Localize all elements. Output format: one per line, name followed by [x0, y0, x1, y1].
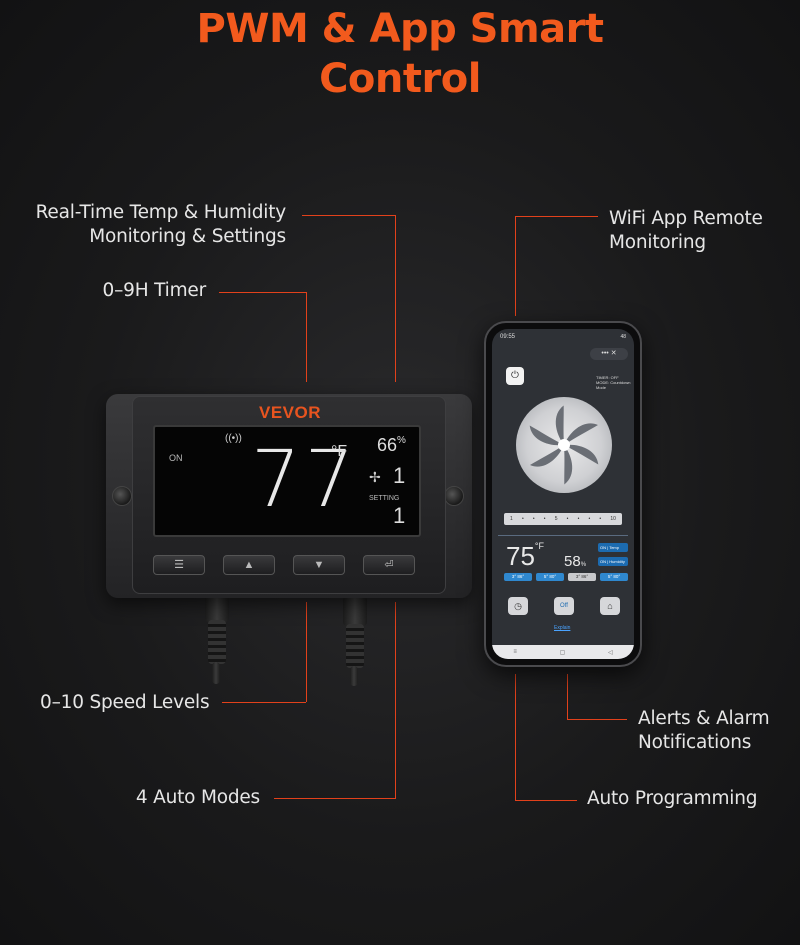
leader-line — [515, 216, 598, 217]
home-icon: ⌂ — [607, 601, 613, 611]
temperature-unit: °F — [331, 443, 348, 460]
leader-line — [302, 215, 396, 216]
leader-line — [515, 674, 516, 800]
cable-strain-relief-right — [346, 624, 364, 668]
threshold-chip[interactable]: 5° 80° — [536, 573, 564, 581]
leader-line — [395, 602, 396, 798]
enter-button[interactable]: ⏎ — [363, 555, 415, 575]
fan-blades-icon — [529, 405, 599, 485]
title-line-1: PWM & App Smart — [196, 6, 604, 52]
cable-left — [212, 662, 220, 684]
clock-icon: ◷ — [514, 601, 522, 611]
feature-auto-programming: Auto Programming — [587, 788, 758, 809]
recent-apps-icon[interactable]: ≡ — [513, 649, 517, 655]
timer-info: TIMER: OFF MODE: Countdown Mode — [596, 375, 631, 390]
up-arrow-icon: ▲ — [243, 559, 255, 571]
explain-link[interactable]: Explain — [554, 625, 571, 631]
app-temperature: 75°F — [506, 541, 545, 571]
divider — [498, 535, 628, 536]
temperature-readout: 77 — [251, 435, 359, 525]
screw-icon — [444, 486, 464, 506]
up-button[interactable]: ▲ — [223, 555, 275, 575]
power-icon: ⏻ — [511, 370, 519, 381]
app-humidity: 58% — [564, 553, 587, 570]
feature-alerts: Alerts & Alarm Notifications — [638, 708, 770, 753]
leader-line — [515, 216, 516, 316]
feature-timer: 0–9H Timer — [102, 280, 207, 301]
leader-line — [306, 602, 307, 702]
brand-logo: VEVOR — [258, 403, 322, 422]
home-nav-icon[interactable]: ▢ — [559, 649, 566, 656]
setting-label: SETTING — [369, 495, 400, 502]
leader-line — [567, 674, 568, 719]
leader-line — [395, 215, 396, 382]
lcd-display: ((•)) ON 77 °F 66% ✢ 1 SETTING 1 — [153, 425, 421, 537]
menu-button[interactable]: ☰ — [153, 555, 205, 575]
threshold-chip[interactable]: 3° 86° — [568, 573, 596, 581]
feature-speed-levels: 0–10 Speed Levels — [40, 692, 210, 713]
threshold-chip[interactable]: 5° 80° — [600, 573, 628, 581]
smartphone: 09:55 48 ••• ✕ ⏻ TIMER: OFF MODE: Countd… — [484, 321, 642, 667]
title-line-2: Control — [319, 56, 481, 102]
speed-readout: 1 — [393, 463, 406, 488]
cable-plug-right — [343, 596, 367, 626]
cable-plug-left — [205, 596, 229, 622]
cable-right — [350, 666, 358, 686]
controller-face: VEVOR ((•)) ON 77 °F 66% ✢ 1 SETTING 1 ☰… — [132, 396, 446, 594]
leader-line — [306, 292, 307, 382]
leader-line — [567, 719, 627, 720]
down-button[interactable]: ▼ — [293, 555, 345, 575]
leader-line — [274, 798, 396, 799]
down-arrow-icon: ▼ — [313, 559, 325, 571]
system-nav-bar: ≡ ▢ ◁ — [492, 645, 634, 659]
timer-button[interactable]: ◷ — [508, 597, 528, 615]
humidity-alert-toggle[interactable]: ON | Humidity — [598, 557, 628, 566]
screw-icon — [112, 486, 132, 506]
back-icon[interactable]: ◁ — [607, 649, 613, 656]
off-button[interactable]: Off — [554, 597, 574, 615]
threshold-chip[interactable]: 3° 86° — [504, 573, 532, 581]
feature-auto-modes: 4 Auto Modes — [135, 787, 260, 808]
phone-screen: 09:55 48 ••• ✕ ⏻ TIMER: OFF MODE: Countd… — [492, 329, 634, 659]
fan-graphic — [516, 397, 612, 493]
cable-strain-relief-left — [208, 620, 226, 664]
power-status: ON — [169, 453, 183, 463]
app-menu-button[interactable]: ••• ✕ — [590, 348, 628, 360]
battery-indicator: 48 — [620, 334, 626, 340]
off-label: Off — [560, 603, 568, 609]
power-button[interactable]: ⏻ — [506, 367, 524, 385]
home-button[interactable]: ⌂ — [600, 597, 620, 615]
leader-line — [219, 292, 306, 293]
status-clock: 09:55 — [500, 334, 516, 340]
feature-wifi-app: WiFi App Remote Monitoring — [609, 208, 763, 253]
feature-temp-humidity: Real-Time Temp & Humidity Monitoring & S… — [35, 202, 287, 247]
menu-icon: ☰ — [174, 559, 184, 571]
speed-slider[interactable]: 1 • • • 5 • • • • 10 — [504, 513, 622, 525]
humidity-readout: 66% — [377, 435, 406, 455]
fan-icon: ✢ — [369, 469, 381, 485]
temp-alert-toggle[interactable]: ON | Temp — [598, 543, 628, 552]
leader-line — [515, 800, 577, 801]
leader-line — [222, 702, 306, 703]
enter-icon: ⏎ — [384, 559, 394, 571]
page-title: PWM & App Smart Control — [0, 4, 800, 104]
wifi-icon: ((•)) — [225, 433, 242, 444]
setting-value: 1 — [393, 503, 406, 528]
